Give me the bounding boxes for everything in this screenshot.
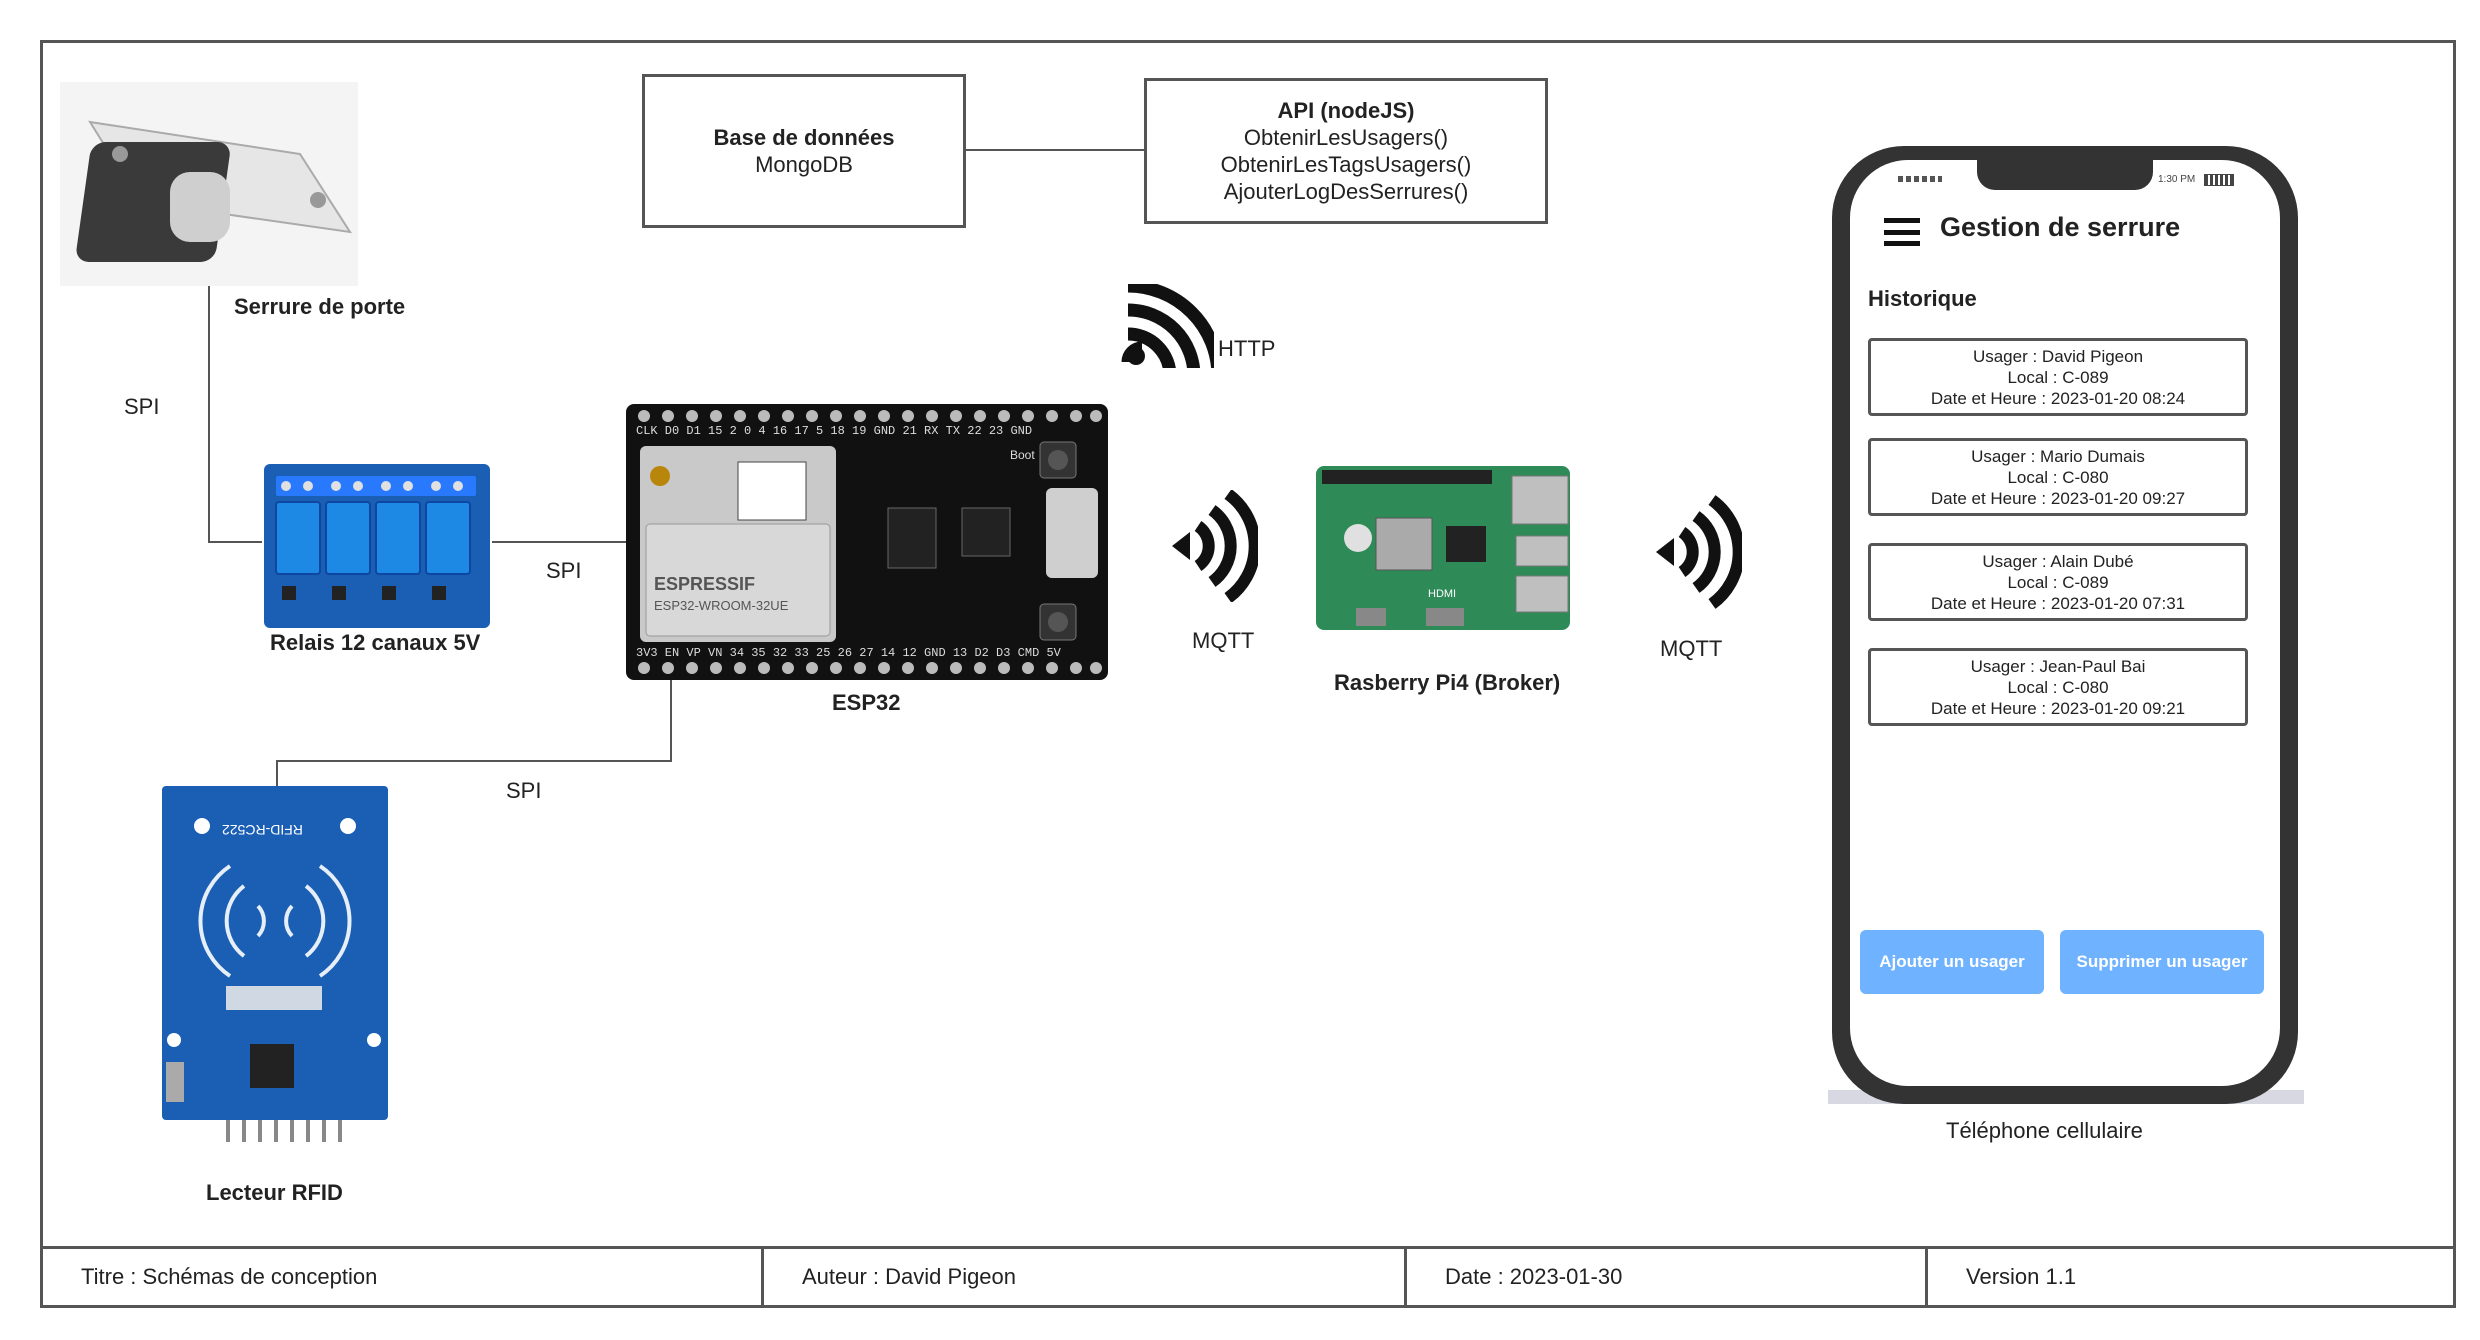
rfid-reader: RFID-RC522 bbox=[162, 786, 388, 1142]
footer-author: Auteur : David Pigeon bbox=[761, 1246, 1407, 1308]
remove-user-button[interactable]: Supprimer un usager bbox=[2060, 930, 2264, 994]
api-method: ObtenirLesUsagers() bbox=[1243, 125, 1449, 150]
esp32-board: CLK D0 D1 15 2 0 4 16 17 5 18 19 GND 21 … bbox=[626, 404, 1108, 680]
database-subtitle: MongoDB bbox=[755, 152, 853, 177]
history-user: Usager : David Pigeon bbox=[1972, 347, 2144, 366]
history-datetime: Date et Heure : 2023-01-20 07:31 bbox=[1930, 594, 2186, 613]
footer-date-text: Date : 2023-01-30 bbox=[1445, 1264, 1623, 1289]
history-card[interactable]: Usager : Jean-Paul Bai Local : C-080 Dat… bbox=[1868, 648, 2248, 726]
phone-label: Téléphone cellulaire bbox=[1946, 1118, 2143, 1143]
esp32-bottom-pins: 3V3 EN VP VN 34 35 32 33 25 26 27 14 12 … bbox=[636, 646, 1061, 660]
footer-version: Version 1.1 bbox=[1925, 1246, 2456, 1308]
signal-icon bbox=[1656, 495, 1742, 609]
footer-title-text: Titre : Schémas de conception bbox=[81, 1264, 378, 1289]
history-user: Usager : Jean-Paul Bai bbox=[1970, 657, 2146, 676]
history-datetime: Date et Heure : 2023-01-20 08:24 bbox=[1930, 389, 2186, 408]
relay-module bbox=[262, 462, 492, 630]
spi-label-lock: SPI bbox=[124, 394, 160, 419]
esp32-board-icon bbox=[626, 404, 1108, 680]
rfid-label: Lecteur RFID bbox=[206, 1180, 343, 1205]
line-lock-relay bbox=[208, 285, 262, 543]
app-title: Gestion de serrure bbox=[1940, 212, 2181, 242]
history-local: Local : C-089 bbox=[2007, 368, 2109, 387]
rfid-board-icon bbox=[162, 786, 388, 1142]
api-method: AjouterLogDesSerrures() bbox=[1223, 179, 1469, 204]
history-heading: Historique bbox=[1868, 286, 1977, 311]
relay-board-icon bbox=[264, 464, 490, 628]
footer-version-text: Version 1.1 bbox=[1966, 1264, 2077, 1289]
history-card[interactable]: Usager : Alain Dubé Local : C-089 Date e… bbox=[1868, 543, 2248, 621]
mqtt-label-2: MQTT bbox=[1660, 636, 1723, 661]
database-box: Base de données MongoDB bbox=[642, 74, 966, 228]
history-local: Local : C-089 bbox=[2007, 573, 2109, 592]
mqtt-label-1: MQTT bbox=[1192, 628, 1255, 653]
history-datetime: Date et Heure : 2023-01-20 09:27 bbox=[1930, 489, 2186, 508]
door-lock-label: Serrure de porte bbox=[234, 294, 406, 319]
rpi-hdmi-label: HDMI bbox=[1428, 588, 1457, 600]
database-title: Base de données bbox=[713, 125, 895, 150]
esp32-boot-label: Boot bbox=[1010, 448, 1035, 462]
door-lock-image bbox=[60, 82, 358, 286]
history-local: Local : C-080 bbox=[2007, 678, 2109, 697]
history-user: Usager : Alain Dubé bbox=[1982, 552, 2134, 571]
esp32-top-pins: CLK D0 D1 15 2 0 4 16 17 5 18 19 GND 21 … bbox=[636, 424, 1033, 438]
signal-icon bbox=[1172, 490, 1258, 602]
line-esp32-rfid bbox=[276, 678, 672, 787]
raspberry-pi-icon bbox=[1316, 466, 1570, 630]
rfid-model-label: RFID-RC522 bbox=[222, 822, 303, 838]
battery-icon bbox=[2204, 174, 2234, 186]
history-card[interactable]: Usager : Mario Dumais Local : C-080 Date… bbox=[1868, 438, 2248, 516]
signal-strength-icon bbox=[1898, 176, 1942, 182]
esp32-label: ESP32 bbox=[832, 690, 901, 715]
relay-label: Relais 12 canaux 5V bbox=[270, 630, 481, 655]
wifi-icon bbox=[1121, 284, 1214, 368]
spi-label-relay: SPI bbox=[546, 558, 582, 583]
history-local: Local : C-080 bbox=[2007, 468, 2109, 487]
menu-icon[interactable] bbox=[1884, 218, 1920, 246]
add-user-button[interactable]: Ajouter un usager bbox=[1860, 930, 2044, 994]
footer-title: Titre : Schémas de conception bbox=[40, 1246, 764, 1308]
footer-date: Date : 2023-01-30 bbox=[1404, 1246, 1928, 1308]
api-method: ObtenirLesTagsUsagers() bbox=[1220, 152, 1472, 177]
raspberry-pi-label: Rasberry Pi4 (Broker) bbox=[1334, 670, 1561, 695]
api-title: API (nodeJS) bbox=[1277, 98, 1415, 123]
raspberry-pi-board: HDMI bbox=[1316, 466, 1570, 630]
history-user: Usager : Mario Dumais bbox=[1971, 447, 2145, 466]
api-box: API (nodeJS) ObtenirLesUsagers() Obtenir… bbox=[1144, 78, 1548, 224]
status-time: 1:30 PM bbox=[2158, 174, 2196, 185]
http-label: HTTP bbox=[1218, 336, 1276, 361]
spi-label-rfid: SPI bbox=[506, 778, 542, 803]
history-datetime: Date et Heure : 2023-01-20 09:21 bbox=[1930, 699, 2186, 718]
footer-author-text: Auteur : David Pigeon bbox=[802, 1264, 1017, 1289]
phone-notch bbox=[1977, 158, 2153, 190]
esp32-model: ESP32-WROOM-32UE bbox=[654, 598, 789, 613]
esp32-brand: ESPRESSIF bbox=[654, 574, 756, 594]
door-lock-icon bbox=[76, 120, 353, 262]
history-card[interactable]: Usager : David Pigeon Local : C-089 Date… bbox=[1868, 338, 2248, 416]
